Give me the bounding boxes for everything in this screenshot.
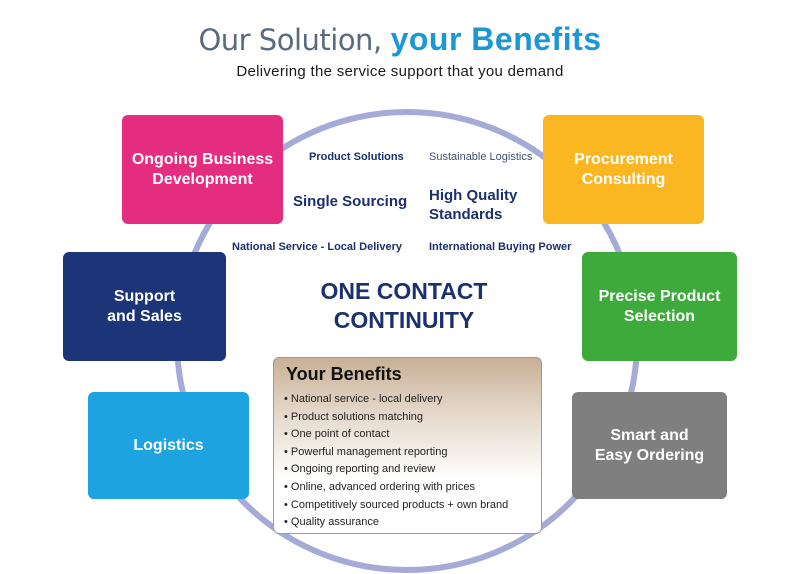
benefits-heading: Your Benefits [286,364,402,384]
benefit-item: Competitively sourced products + own bra… [284,497,508,515]
title-part-2: your Benefits [390,21,602,57]
box-logistics: Logistics [88,392,249,499]
box-precise-label: Precise Product Selection [598,287,721,325]
label-product-solutions: Product Solutions [309,151,404,163]
box-procurement-consulting: Procurement Consulting [543,115,704,224]
benefit-item: Quality assurance [284,514,508,532]
benefits-panel: Your Benefits National service - local d… [273,357,542,534]
box-logistics-label: Logistics [133,436,204,454]
benefit-item: One point of contact [284,426,508,444]
benefit-item: National service - local delivery [284,391,508,409]
label-international-buying-power: International Buying Power [429,241,572,253]
box-smart-label: Smart and Easy Ordering [594,426,705,464]
page-subtitle: Delivering the service support that you … [236,63,564,80]
box-support-and-sales: Support and Sales [63,252,226,361]
box-precise-product-selection: Precise Product Selection [582,252,737,361]
benefit-item: Ongoing reporting and review [284,461,508,479]
label-sustainable-logistics: Sustainable Logistics [429,151,533,163]
box-ongoing-label: Ongoing Business Development [131,150,274,188]
label-single-sourcing: Single Sourcing [293,193,408,210]
box-ongoing-business-development: Ongoing Business Development [122,115,283,224]
title-part-1: Our Solution, [198,23,382,57]
label-high-quality-standards: High Quality Standards [429,187,518,223]
benefit-item: Product solutions matching [284,409,508,427]
benefits-list: National service - local delivery Produc… [284,391,508,532]
box-smart-easy-ordering: Smart and Easy Ordering [572,392,727,499]
box-procurement-label: Procurement Consulting [574,150,673,188]
page-title: Our Solution, your Benefits [0,20,800,59]
benefit-item: Powerful management reporting [284,444,508,462]
core-message: ONE CONTACT CONTINUITY [320,278,488,333]
benefit-item: Online, advanced ordering with prices [284,479,508,497]
label-national-service: National Service - Local Delivery [232,241,402,253]
box-support-label: Support and Sales [107,287,182,325]
